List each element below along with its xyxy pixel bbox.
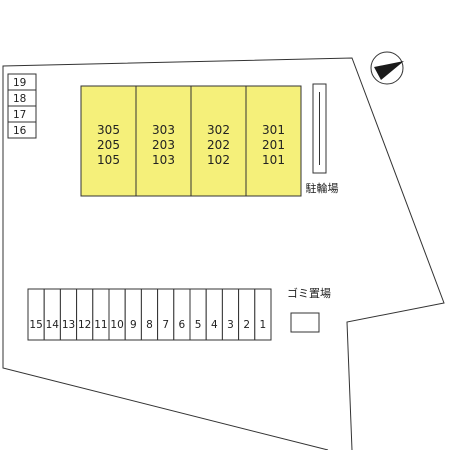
parking-space-number: 5 <box>195 319 202 331</box>
parking-space <box>27 288 45 341</box>
parking-space-number: 17 <box>13 109 26 121</box>
north-arrow-icon <box>370 51 404 85</box>
parking-space <box>76 288 94 341</box>
parking-space <box>157 288 175 341</box>
parking-space <box>7 121 37 139</box>
parking-space <box>173 288 191 341</box>
bicycle-parking-label: 駐輪場 <box>306 181 339 195</box>
parking-space-number: 2 <box>243 319 250 331</box>
parking-space <box>189 288 207 341</box>
room-number: 302 <box>207 123 230 137</box>
parking-space-number: 18 <box>13 93 26 105</box>
parking-space-number: 12 <box>78 319 91 331</box>
parking-space-number: 15 <box>29 319 42 331</box>
parking-space-number: 14 <box>46 319 60 331</box>
garbage-area <box>290 312 320 333</box>
room-number: 105 <box>97 153 120 167</box>
parking-space-number: 6 <box>179 319 186 331</box>
room-number: 201 <box>262 138 285 152</box>
parking-left: 19 18 17 16 <box>7 73 37 139</box>
room-number: 202 <box>207 138 230 152</box>
parking-space-number: 7 <box>162 319 169 331</box>
room-number: 303 <box>152 123 175 137</box>
parking-space-number: 16 <box>13 125 27 137</box>
parking-space-number: 3 <box>227 319 234 331</box>
parking-space-number: 1 <box>260 319 267 331</box>
parking-space <box>92 288 110 341</box>
parking-space-number: 4 <box>211 319 218 331</box>
parking-space <box>221 288 240 341</box>
parking-space <box>205 288 223 341</box>
room-number: 101 <box>262 153 285 167</box>
parking-space-number: 9 <box>130 319 137 331</box>
parking-space <box>124 288 142 341</box>
parking-space <box>59 288 78 341</box>
parking-space <box>108 288 126 341</box>
room-number: 102 <box>207 153 230 167</box>
room-number: 103 <box>152 153 175 167</box>
parking-space <box>238 288 256 341</box>
parking-space-number: 19 <box>13 77 26 89</box>
site-boundary <box>2 57 445 450</box>
parking-space <box>140 288 159 341</box>
parking-space-number: 11 <box>94 319 107 331</box>
garbage-area-label: ゴミ置場 <box>287 286 331 300</box>
parking-space <box>43 288 61 341</box>
room-number: 305 <box>97 123 120 137</box>
parking-space-number: 13 <box>62 319 75 331</box>
room-number: 205 <box>97 138 120 152</box>
room-number: 301 <box>262 123 285 137</box>
parking-space <box>254 288 272 341</box>
room-number: 203 <box>152 138 175 152</box>
parking-space-number: 10 <box>110 319 123 331</box>
parking-space-number: 8 <box>146 319 153 331</box>
